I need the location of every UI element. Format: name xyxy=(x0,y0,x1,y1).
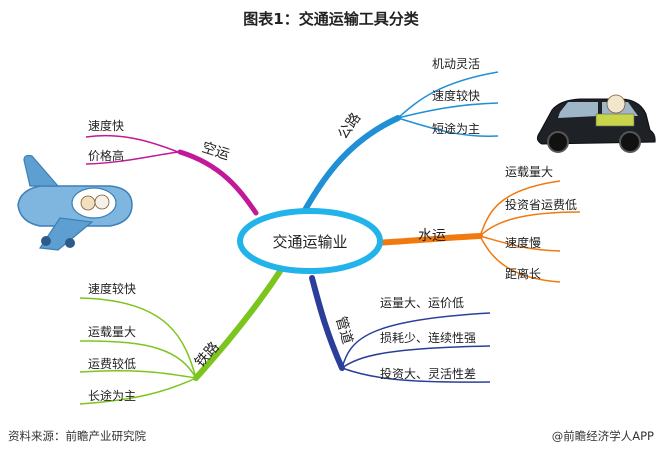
water-item-0: 运载量大 xyxy=(505,165,553,179)
center-node-outline xyxy=(237,208,383,274)
rail-item-2: 运费较低 xyxy=(88,356,136,371)
pipe-item-1: 损耗少、连续性强 xyxy=(380,330,476,345)
airplane-illustration xyxy=(17,154,133,251)
water-item-1: 投资省运费低 xyxy=(505,197,577,212)
air-item-0: 速度快 xyxy=(88,118,124,133)
brand-note: @前瞻经济学人APP xyxy=(551,429,654,443)
road-item-2: 短途为主 xyxy=(432,121,480,136)
water-item-2: 速度慢 xyxy=(505,235,541,250)
rail-item-3: 长途为主 xyxy=(88,388,136,403)
car-illustration xyxy=(536,94,656,153)
center-node: 交通运输业 xyxy=(272,233,347,251)
source-note: 资料来源：前瞻产业研究院 xyxy=(8,429,146,443)
figure-title: 图表1：交通运输工具分类 xyxy=(243,10,419,28)
water-item-3: 距离长 xyxy=(505,266,541,281)
road-item-0: 机动灵活 xyxy=(432,57,480,71)
air-item-1: 价格高 xyxy=(88,148,124,163)
pipe-item-0: 运量大、运价低 xyxy=(380,296,464,310)
rail-item-0: 速度较快 xyxy=(88,281,136,296)
branch-road-label: 公路 xyxy=(335,110,364,142)
branch-pipe-label: 管道 xyxy=(332,315,355,346)
rail-item-1: 运载量大 xyxy=(88,325,136,339)
branch-water-label: 水运 xyxy=(418,228,446,244)
road-item-1: 速度较快 xyxy=(432,88,480,103)
pipe-item-2: 投资大、灵活性差 xyxy=(380,366,476,381)
branch-rail-label: 铁路 xyxy=(192,339,223,371)
